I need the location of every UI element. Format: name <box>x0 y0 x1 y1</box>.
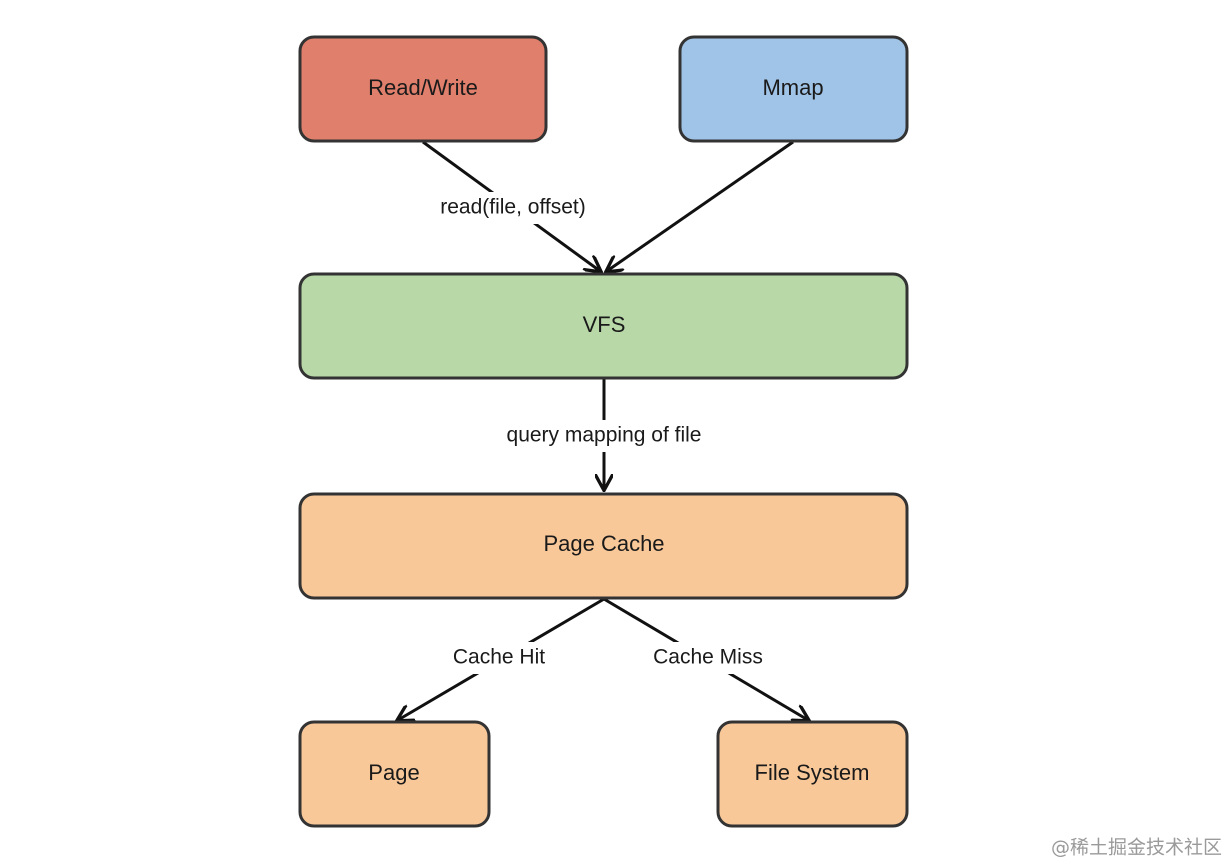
edge-label-query-mapping: query mapping of file <box>507 424 702 447</box>
node-vfs-label: VFS <box>583 312 626 337</box>
edge-label-cache-hit: Cache Hit <box>453 646 545 669</box>
node-mmap-box <box>678 35 909 143</box>
node-vfs: VFS <box>298 272 909 380</box>
edge-mmap-to-vfs <box>607 140 794 271</box>
node-file-system: File System <box>716 720 909 828</box>
edge-page-cache-to-page: Cache Hit <box>398 597 605 720</box>
watermark-text: @稀土掘金技术社区 <box>1051 837 1222 859</box>
node-page-box <box>298 720 491 828</box>
node-page-cache: Page Cache <box>298 492 909 600</box>
node-page: Page <box>298 720 491 828</box>
edge-page-cache-to-file-system: Cache Miss <box>603 597 808 720</box>
node-file-system-label: File System <box>755 760 870 785</box>
node-mmap-label: Mmap <box>762 75 823 100</box>
node-vfs-box <box>298 272 909 380</box>
node-file-system-box <box>716 720 909 828</box>
node-page-cache-label: Page Cache <box>543 531 664 556</box>
node-page-label: Page <box>368 760 419 785</box>
edge-label-read-file-offset: read(file, offset) <box>440 196 586 219</box>
node-read-write-box <box>298 35 548 143</box>
edge-label-cache-miss: Cache Miss <box>653 646 763 669</box>
node-read-write: Read/Write <box>298 35 548 143</box>
edge-vfs-to-page-cache: query mapping of file <box>490 379 718 489</box>
edge-read-write-to-vfs: read(file, offset) <box>422 140 601 271</box>
node-read-write-label: Read/Write <box>368 75 478 100</box>
node-page-cache-box <box>298 492 909 600</box>
node-mmap: Mmap <box>678 35 909 143</box>
